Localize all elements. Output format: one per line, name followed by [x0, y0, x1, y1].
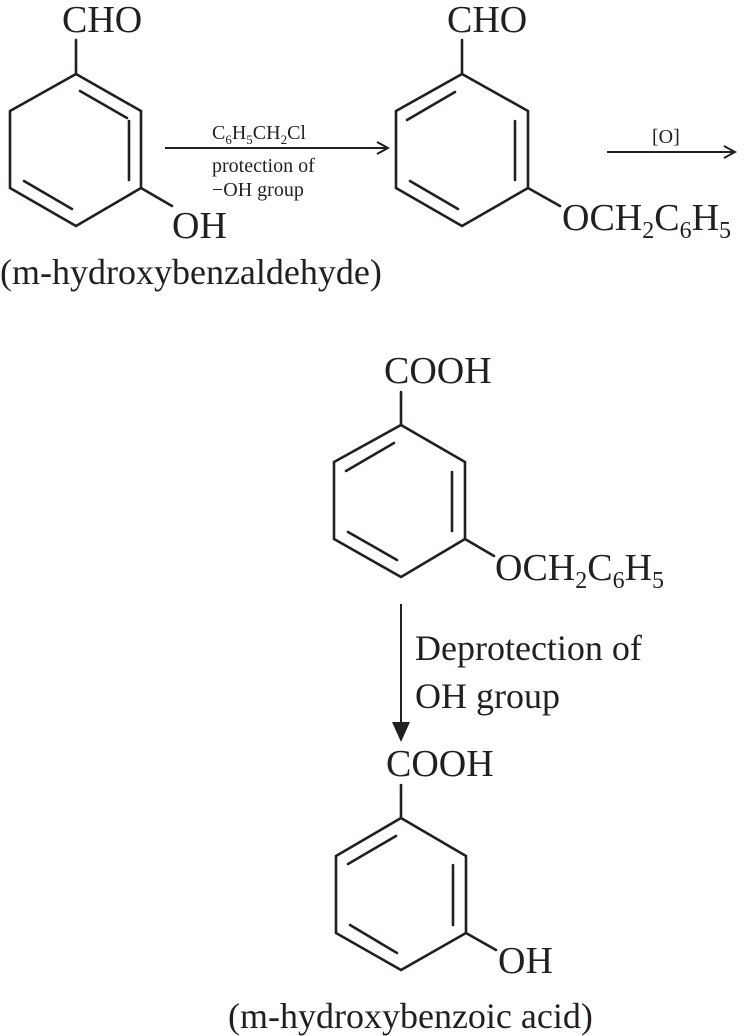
molecule-m-hydroxybenzaldehyde: CHO OH (m-hydroxybenzaldehyde) — [0, 0, 382, 292]
group-cooh: COOH — [386, 743, 494, 785]
arrow-step1: C6H5CH2Cl protection of −OH group — [165, 122, 388, 201]
condition-protection: protection of — [212, 155, 315, 177]
group-och2c6h5: OCH2C6H5 — [495, 547, 664, 594]
bond-oh — [464, 931, 498, 952]
benzene-ring — [332, 423, 467, 579]
reagent-oxidation: [O] — [652, 126, 680, 148]
molecule-m-hydroxybenzoic-acid: COOH OH (m-hydroxybenzoic acid) — [228, 743, 593, 1036]
group-cho: CHO — [447, 0, 527, 41]
benzene-ring — [394, 72, 530, 228]
bond-oh — [139, 186, 174, 208]
group-cooh: COOH — [384, 350, 492, 392]
benzene-ring — [334, 816, 468, 972]
bond-ether — [463, 537, 496, 558]
group-oh: OH — [498, 940, 553, 982]
condition-deprotection: Deprotection of — [415, 628, 642, 668]
group-cho: CHO — [62, 0, 142, 41]
condition-oh-group: OH group — [415, 676, 560, 716]
benzene-ring — [8, 72, 143, 228]
arrow-step3: Deprotection of OH group — [392, 604, 642, 742]
bond-ether — [526, 186, 562, 208]
molecule-benzyl-ether-acid: COOH OCH2C6H5 — [332, 350, 664, 594]
group-och2c6h5: OCH2C6H5 — [562, 197, 731, 244]
arrow-head — [392, 722, 410, 742]
group-oh: OH — [172, 205, 227, 247]
caption-m-hydroxybenzoic-acid: (m-hydroxybenzoic acid) — [228, 996, 593, 1036]
reagent-c6h5ch2cl: C6H5CH2Cl — [212, 122, 306, 147]
molecule-benzyl-ether-aldehyde: CHO OCH2C6H5 — [394, 0, 731, 244]
caption-m-hydroxybenzaldehyde: (m-hydroxybenzaldehyde) — [0, 252, 382, 292]
arrow-step2: [O] — [607, 126, 735, 152]
condition-oh-group: −OH group — [212, 179, 304, 201]
